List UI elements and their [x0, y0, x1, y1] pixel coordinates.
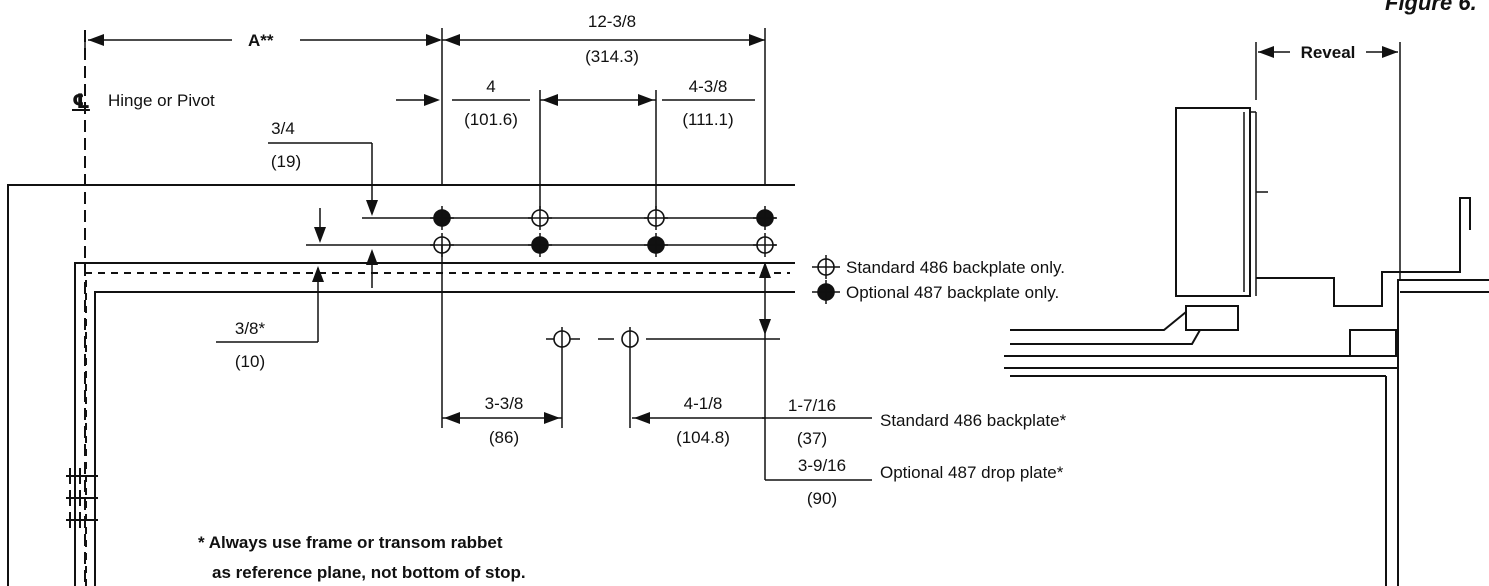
legend-standard: Standard 486 backplate only.: [846, 258, 1065, 277]
dimension-first: 4 (101.6): [396, 77, 530, 129]
dimension-drop-left-mm: (86): [489, 428, 519, 447]
dimension-optional-drop-frac: 3-9/16: [798, 456, 846, 475]
dimension-standard-drop-mm: (37): [797, 429, 827, 448]
dimension-optional-drop-mm: (90): [807, 489, 837, 508]
reveal-label: Reveal: [1301, 43, 1356, 62]
dimension-a-label: A**: [248, 31, 274, 50]
dimension-overall-mm: (314.3): [585, 47, 639, 66]
dimension-lower-offset-frac: 3/8*: [235, 319, 266, 338]
dimension-drop-right-frac: 4-1/8: [684, 394, 723, 413]
dimension-drop-right: 4-1/8 (104.8): [632, 394, 765, 447]
row-spacing-arrows: [306, 208, 440, 288]
dimension-last-frac: 4-3/8: [689, 77, 728, 96]
dimension-first-mm: (101.6): [464, 110, 518, 129]
section-view: Reveal: [1004, 42, 1489, 586]
dimension-drop-left-frac: 3-3/8: [485, 394, 524, 413]
dimension-last-mm: (111.1): [682, 110, 733, 129]
dimension-overall: 12-3/8 (314.3): [441, 12, 766, 186]
hole-row-upper: [442, 217, 776, 246]
dimension-middle-arrow: [539, 90, 657, 222]
dimension-standard-drop-frac: 1-7/16: [788, 396, 836, 415]
legend-optional: Optional 487 backplate only.: [846, 283, 1059, 302]
dimension-optional-drop: 3-9/16 (90) Optional 487 drop plate*: [765, 456, 1064, 508]
dimension-drop-left: 3-3/8 (86): [442, 394, 562, 447]
dimension-standard-drop: 1-7/16 (37) Standard 486 backplate*: [762, 396, 1067, 448]
centerline-label: Hinge or Pivot: [108, 91, 215, 110]
callout-standard-backplate: Standard 486 backplate*: [880, 411, 1067, 430]
dimension-last: 4-3/8 (111.1): [662, 77, 755, 129]
dimension-lower-offset-mm: (10): [235, 352, 265, 371]
drop-plate-holes: [546, 327, 780, 428]
footnote-line-1: * Always use frame or transom rabbet: [198, 533, 503, 552]
callout-optional-drop-plate: Optional 487 drop plate*: [880, 463, 1064, 482]
dimension-first-frac: 4: [486, 77, 495, 96]
hole-marker-icon: [430, 206, 777, 257]
drop-arrow: [759, 262, 771, 480]
dimension-drop-right-mm: (104.8): [676, 428, 730, 447]
dimension-a: A**: [88, 31, 442, 50]
hinge-symbol-icon: [66, 468, 98, 528]
legend: Standard 486 backplate only. Optional 48…: [812, 255, 1065, 304]
figure-label: Figure 6.: [1385, 0, 1477, 15]
dimension-lower-offset: 3/8* (10): [216, 266, 324, 371]
centerline-symbol: ℄: [72, 91, 90, 113]
dimension-upper-offset-frac: 3/4: [271, 119, 295, 138]
dimension-upper-offset-mm: (19): [271, 152, 301, 171]
dimension-overall-frac: 12-3/8: [588, 12, 636, 31]
footnote-line-2: as reference plane, not bottom of stop.: [212, 563, 526, 582]
dimension-upper-offset: 3/4 (19): [268, 119, 442, 219]
